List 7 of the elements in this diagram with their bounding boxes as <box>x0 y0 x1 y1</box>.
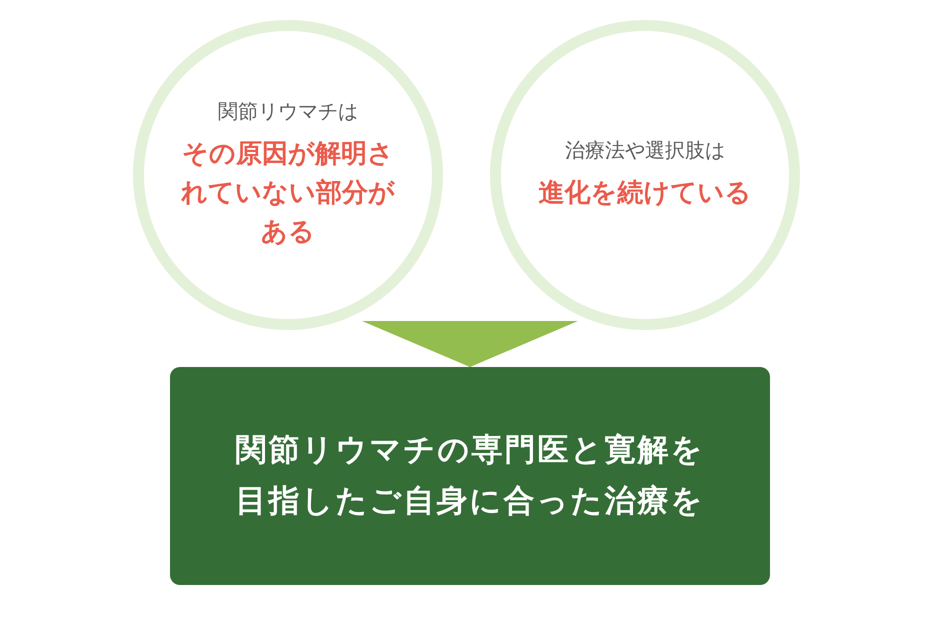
chevron-arrow <box>362 321 578 368</box>
heading-text: 関節リウマチは <box>218 98 358 125</box>
emphasis-text: その原因が解明されていない部分がある <box>180 138 396 249</box>
heading-text: 治療法や選択肢は <box>565 137 725 164</box>
result-box <box>170 367 770 585</box>
emphasis-text: 進化を続けている <box>538 177 752 210</box>
result-text: 関節リウマチの専門医と寛解を目指したご自身に合った治療を <box>235 430 705 521</box>
